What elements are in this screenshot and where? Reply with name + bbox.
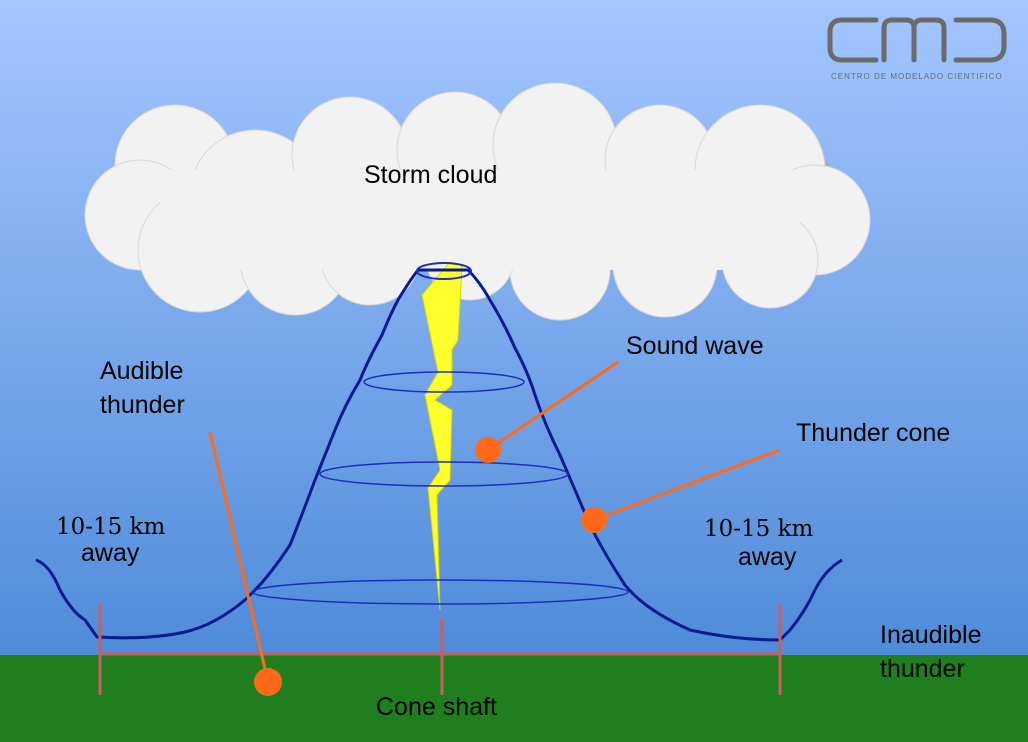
wave-ring-3 xyxy=(319,461,569,487)
cmd-logo xyxy=(827,17,1007,63)
ground xyxy=(0,655,1028,742)
audible-thunder-label-line1: Audible xyxy=(100,357,184,385)
wave-ring-2 xyxy=(363,371,525,393)
inaudible-thunder-label-line1: Inaudible xyxy=(880,621,982,649)
inaudible-thunder-label-line2: thunder xyxy=(880,655,965,683)
thunder-cone-label: Thunder cone xyxy=(796,419,951,447)
thunder-cone-marker xyxy=(581,507,607,533)
logo-subtitle: CENTRO DE MODELADO CIENTIFICO xyxy=(831,72,1003,81)
distance-left-word: away xyxy=(81,539,140,567)
sound-wave-marker xyxy=(475,437,501,463)
storm-cloud-label: Storm cloud xyxy=(364,161,498,189)
distance-right-value: 10-15 km xyxy=(704,516,814,542)
lightning-bolt xyxy=(421,261,463,611)
audible-thunder-label-line2: thunder xyxy=(100,391,185,419)
audible-thunder-pointer-line xyxy=(208,431,270,683)
thunder-cone-outline xyxy=(35,268,843,642)
audible-thunder-marker xyxy=(254,668,282,696)
sound-wave-pointer-line xyxy=(487,360,619,452)
thunder-cone-pointer-line xyxy=(593,448,781,522)
distance-right-word: away xyxy=(738,543,797,571)
wave-ring-bottom xyxy=(251,579,629,605)
cone-shaft-label: Cone shaft xyxy=(376,693,497,721)
distance-left-value: 10-15 km xyxy=(56,514,166,540)
cone-shaft-line xyxy=(98,604,782,695)
sound-wave-label: Sound wave xyxy=(626,332,764,360)
storm-cloud xyxy=(84,82,871,321)
wave-ring-top xyxy=(416,262,472,280)
